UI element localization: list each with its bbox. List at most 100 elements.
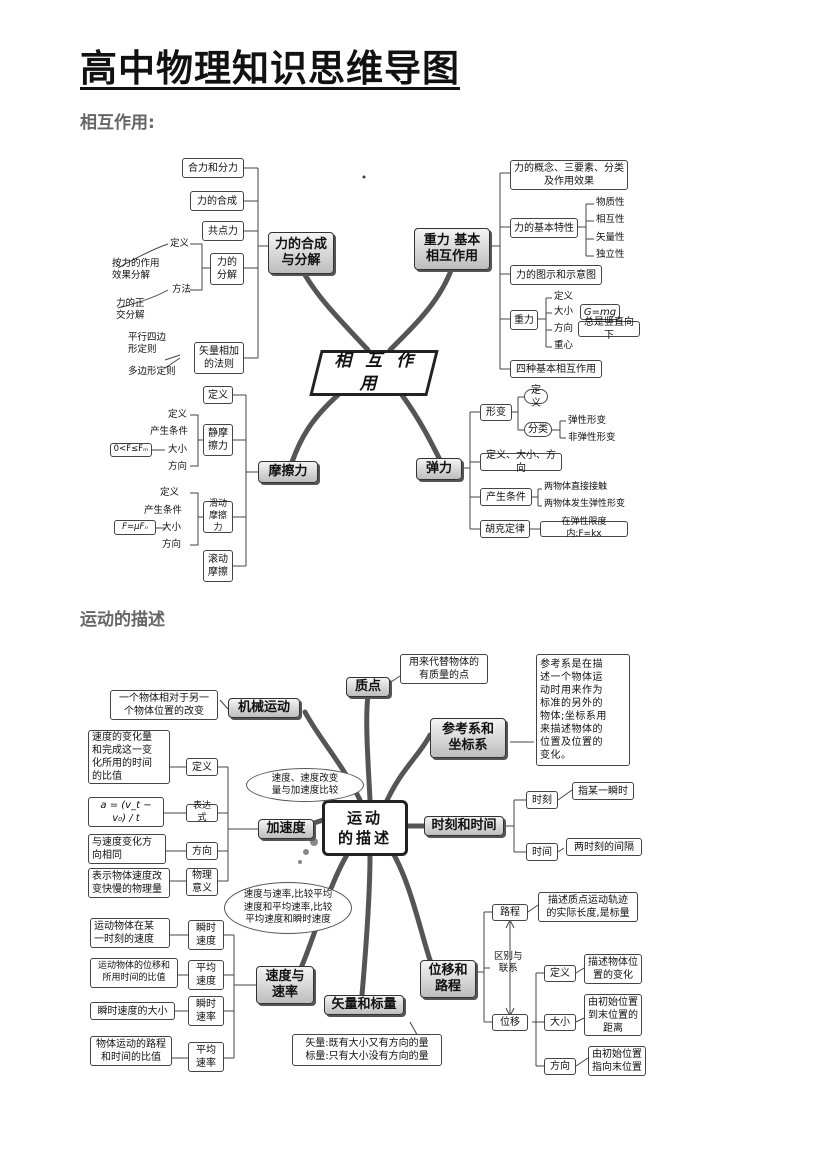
node-instant-velocity-desc: 运动物体在某 一时刻的速度: [90, 918, 170, 948]
branch-vector-scalar: 矢量和标量: [324, 995, 404, 1015]
node-hookes-law: 胡克定律: [480, 520, 530, 538]
branch-mechanical-motion: 机械运动: [228, 698, 300, 718]
node-interval-desc: 两时刻的间隔: [566, 838, 642, 856]
branch-reference-frame: 参考系和 坐标系: [430, 718, 506, 758]
formula-kinetic-friction: F=μFₙ: [114, 520, 156, 535]
node-path-length: 路程: [492, 904, 528, 921]
node-instant-speed-desc: 瞬时速度的大小: [90, 1002, 175, 1020]
node-kinetic-friction: 滑动 摩擦力: [203, 499, 233, 533]
label-elastic-deformation-condition: 两物体发生弹性形变: [544, 499, 626, 509]
node-accel-expression: 表达式: [186, 801, 218, 823]
label-inelastic-deformation: 非弹性形变: [568, 432, 616, 443]
label-kinetic-conditions: 产生条件: [144, 505, 183, 516]
node-deformation-classification: 分类: [524, 422, 552, 437]
branch-acceleration: 加速度: [258, 819, 314, 839]
node-elastic-definition: 定义、大小、方向: [480, 450, 562, 474]
label-materiality: 物质性: [596, 197, 625, 208]
node-particle-desc: 用来代替物体的 有质量的点: [400, 654, 488, 684]
center-node-motion: 运动 的描述: [322, 800, 408, 856]
bubble-speed-comparison: 速度与速率,比较平均 速度和平均速率,比较 平均速度和瞬时速度: [224, 882, 352, 934]
node-displacement: 位移: [492, 1014, 528, 1031]
branch-displacement: 位移和 路程: [420, 960, 476, 998]
node-reference-frame-desc: 参考系是在描 述一个物体运 动时用来作为 标准的另外的 物体;坐标系用 来描述物…: [536, 654, 630, 766]
branch-friction: 摩擦力: [258, 461, 318, 483]
branch-gravity: 重力 基本 相互作用: [414, 228, 490, 270]
node-instant-desc: 指某一瞬时: [572, 782, 634, 800]
node-elastic-conditions: 产生条件: [480, 488, 532, 506]
node-force-decomposition: 力的 分解: [210, 253, 244, 285]
label-center-of-gravity: 重心: [554, 340, 574, 351]
label-vector-nature: 矢量性: [596, 232, 625, 243]
label-static-direction: 方向: [168, 461, 188, 472]
node-displacement-magnitude: 大小: [544, 1014, 576, 1031]
node-displacement-direction: 方向: [544, 1058, 576, 1075]
label-polygon-rule: 多边形定则: [128, 366, 176, 377]
node-interval: 时间: [526, 843, 558, 861]
label-method: 方法: [172, 284, 192, 295]
label-definition: 定义: [170, 238, 190, 249]
node-hookes-formula: 在弹性限度内:F=kx: [540, 517, 628, 539]
formula-gravity: G=mg: [580, 304, 620, 320]
node-average-velocity: 平均 速度: [188, 960, 224, 990]
branch-force-composition: 力的合成 与分解: [268, 232, 334, 274]
label-gravity-direction: 方向: [554, 323, 574, 334]
label-independence: 独立性: [596, 249, 625, 260]
label-orthogonal-decomposition: 力的正 交分解: [116, 298, 145, 322]
node-deformation-definition: 定义: [524, 385, 548, 409]
node-instant: 时刻: [526, 791, 558, 809]
formula-static-friction: 0<F≤Fₘ: [110, 443, 152, 457]
node-force-concept: 力的概念、三要素、分类 及作用效果: [510, 160, 628, 190]
node-displacement-definition: 定义: [544, 965, 576, 982]
page-title: 高中物理知识思维导图: [80, 46, 460, 90]
label-parallelogram-rule: 平行四边 形定则: [128, 332, 167, 356]
label-elastic-deformation: 弹性形变: [568, 415, 607, 426]
node-force-synthesis: 力的合成: [190, 191, 244, 211]
node-force-diagram: 力的图示和示意图: [510, 265, 602, 285]
node-friction-definition: 定义: [203, 386, 233, 404]
label-static-conditions: 产生条件: [150, 426, 189, 437]
section-heading-interaction: 相互作用:: [80, 113, 155, 133]
node-vertical-down: 总是竖直向下: [578, 317, 640, 341]
label-static-definition: 定义: [168, 409, 188, 420]
node-vector-scalar-desc: 矢量:既有大小又有方向的量 标量:只有大小没有方向的量: [292, 1034, 442, 1066]
node-vector-addition: 矢量相加 的法则: [194, 342, 244, 374]
section-heading-motion: 运动的描述: [80, 610, 165, 630]
center-node-interaction: 相 互 作 用: [309, 350, 439, 396]
label-difference-relation: 区别与 联系: [494, 951, 523, 975]
node-deformation: 形变: [480, 404, 512, 421]
node-average-velocity-desc: 运动物体的位移和 所用时间的比值: [90, 958, 178, 988]
node-gravity: 重力: [510, 310, 538, 330]
branch-speed: 速度与 速率: [256, 966, 314, 1004]
node-resultant-component: 合力和分力: [182, 158, 244, 178]
branch-elastic-force: 弹力: [416, 458, 462, 480]
node-mechanical-motion-desc: 一个物体相对于另一 个物体位置的改变: [110, 690, 218, 720]
node-displacement-magnitude-desc: 由初始位置 到末位置的 距离: [584, 994, 642, 1036]
node-force-properties: 力的基本特性: [510, 218, 578, 238]
node-accel-meaning: 物理 意义: [186, 868, 218, 896]
bubble-velocity-comparison: 速度、速度改变 量与加速度比较: [246, 768, 364, 802]
label-mutuality: 相互性: [596, 214, 625, 225]
node-accel-direction: 方向: [186, 842, 218, 860]
node-displacement-definition-desc: 描述物体位 置的变化: [584, 954, 642, 984]
node-instant-velocity: 瞬时 速度: [188, 920, 224, 950]
center-node-label: 相 互 作 用: [333, 351, 421, 394]
label-kinetic-direction: 方向: [162, 539, 182, 550]
branch-time: 时刻和时间: [424, 816, 504, 836]
label-gravity-definition: 定义: [554, 291, 574, 302]
node-accel-definition-desc: 速度的变化量 和完成这一变 化所用的时间 的比值: [88, 730, 170, 784]
node-path-length-desc: 描述质点运动轨迹 的实际长度,是标量: [538, 892, 638, 922]
node-average-speed: 平均 速率: [188, 1042, 224, 1072]
node-static-friction: 静摩 擦力: [203, 424, 233, 456]
node-accel-meaning-desc: 表示物体速度改 变快慢的物理量: [88, 868, 170, 898]
label-static-magnitude: 大小: [168, 444, 188, 455]
label-gravity-magnitude: 大小: [554, 306, 574, 317]
node-four-interactions: 四种基本相互作用: [510, 360, 602, 378]
label-kinetic-magnitude: 大小: [162, 522, 182, 533]
node-accel-direction-desc: 与速度变化方 向相同: [88, 834, 166, 864]
node-displacement-direction-desc: 由初始位置 指向末位置: [588, 1046, 646, 1076]
node-accel-definition: 定义: [186, 758, 218, 776]
node-rolling-friction: 滚动 摩擦: [203, 550, 233, 582]
node-instant-speed: 瞬时 速率: [188, 996, 224, 1026]
label-effect-decomposition: 按力的作用 效果分解: [112, 258, 160, 282]
